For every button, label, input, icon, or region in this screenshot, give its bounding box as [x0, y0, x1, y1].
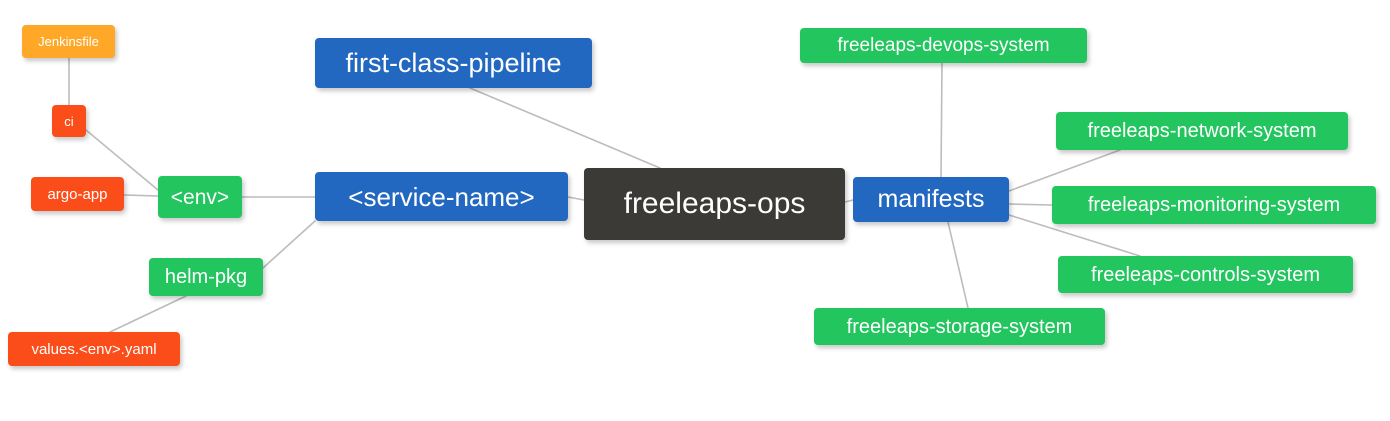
edge-helm-pkg-to-values-yaml — [109, 295, 187, 333]
node-label-ci: ci — [64, 113, 74, 129]
edge-manifests-to-freeleaps-devops-system — [940, 62, 943, 178]
node-label-freeleaps-storage-system: freeleaps-storage-system — [846, 315, 1073, 338]
node-manifests[interactable]: manifests — [853, 177, 1009, 222]
node-label-env: <env> — [170, 185, 230, 209]
edge-freeleaps-ops-to-manifests — [844, 199, 854, 203]
edge-manifests-to-freeleaps-network-system — [1008, 149, 1121, 192]
edge-manifests-to-freeleaps-monitoring-system — [1008, 203, 1053, 206]
node-freeleaps-storage-system[interactable]: freeleaps-storage-system — [814, 308, 1105, 345]
node-ci[interactable]: ci — [52, 105, 86, 137]
node-freeleaps-monitoring-system[interactable]: freeleaps-monitoring-system — [1052, 186, 1376, 224]
node-label-freeleaps-ops: freeleaps-ops — [623, 187, 806, 220]
edge-first-class-pipeline-to-freeleaps-ops — [469, 87, 661, 169]
edge-service-name-to-helm-pkg — [262, 220, 316, 269]
node-service-name[interactable]: <service-name> — [315, 172, 568, 221]
node-label-freeleaps-devops-system: freeleaps-devops-system — [837, 35, 1050, 56]
node-env[interactable]: <env> — [158, 176, 242, 218]
node-label-helm-pkg: helm-pkg — [164, 266, 248, 288]
node-first-class-pipeline[interactable]: first-class-pipeline — [315, 38, 592, 88]
node-freeleaps-network-system[interactable]: freeleaps-network-system — [1056, 112, 1348, 150]
node-jenkinsfile[interactable]: Jenkinsfile — [22, 25, 115, 58]
node-label-argo-app: argo-app — [47, 185, 108, 203]
node-freeleaps-devops-system[interactable]: freeleaps-devops-system — [800, 28, 1087, 63]
edge-service-name-to-freeleaps-ops — [567, 196, 585, 201]
node-helm-pkg[interactable]: helm-pkg — [149, 258, 263, 296]
node-values-yaml[interactable]: values.<env>.yaml — [8, 332, 180, 366]
edge-argo-app-to-env — [123, 194, 159, 197]
node-label-manifests: manifests — [877, 185, 985, 213]
node-freeleaps-ops[interactable]: freeleaps-ops — [584, 168, 845, 240]
node-freeleaps-controls-system[interactable]: freeleaps-controls-system — [1058, 256, 1353, 293]
node-label-freeleaps-network-system: freeleaps-network-system — [1087, 120, 1317, 142]
node-argo-app[interactable]: argo-app — [31, 177, 124, 211]
node-label-jenkinsfile: Jenkinsfile — [38, 34, 99, 49]
node-label-freeleaps-monitoring-system: freeleaps-monitoring-system — [1087, 194, 1341, 216]
node-label-first-class-pipeline: first-class-pipeline — [345, 47, 562, 78]
node-label-values-yaml: values.<env>.yaml — [31, 340, 157, 358]
node-label-freeleaps-controls-system: freeleaps-controls-system — [1091, 263, 1320, 286]
node-label-service-name: <service-name> — [348, 181, 535, 212]
edge-manifests-to-freeleaps-storage-system — [947, 221, 969, 309]
